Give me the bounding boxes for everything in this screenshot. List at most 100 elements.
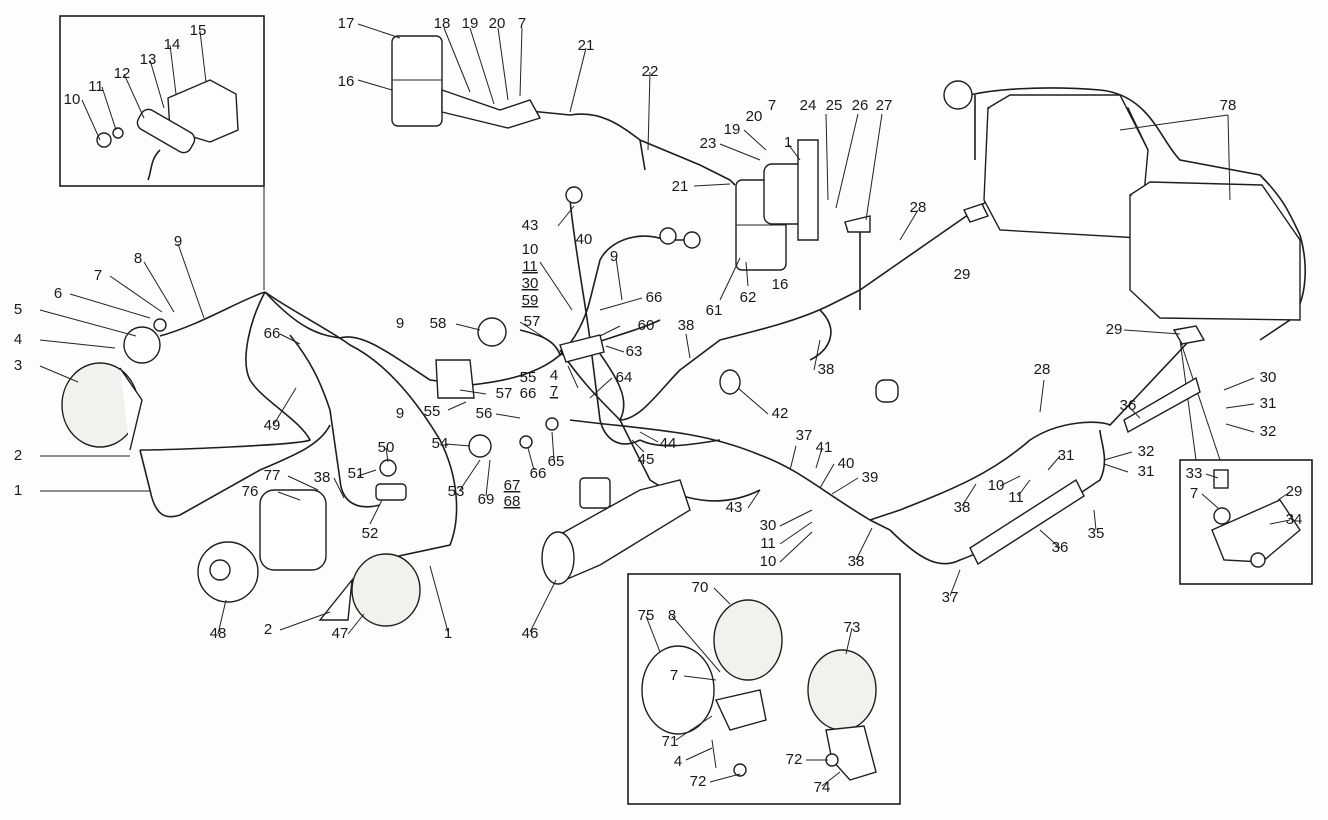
rear-lamp-centre: [735, 139, 819, 271]
leader-lines: [39, 23, 1291, 787]
callout-19-b: 19: [724, 121, 741, 138]
inset-frame-ground-terminal: [1179, 459, 1313, 585]
callout-43: 43: [522, 217, 539, 234]
callout-60: 60: [638, 317, 655, 334]
callout-7-e: 7: [1190, 485, 1198, 502]
tail-lamp-inset: [96, 79, 239, 181]
callout-1-b: 1: [784, 134, 792, 151]
callout-53: 53: [448, 483, 465, 500]
callout-57-b: 57: [496, 385, 513, 402]
callout-58: 58: [430, 315, 447, 332]
callout-38-e: 38: [954, 499, 971, 516]
callout-10: 10: [64, 91, 81, 108]
inset-frame-tail-lamp: [59, 15, 265, 187]
callout-54: 54: [432, 435, 449, 452]
alternator: [197, 489, 327, 603]
callout-11: 11: [88, 78, 104, 95]
callout-21-b: 21: [672, 178, 689, 195]
callout-48: 48: [210, 625, 227, 642]
callout-31-b: 31: [1138, 463, 1155, 480]
callout-77: 77: [264, 467, 281, 484]
work-lamps-inset: [641, 599, 877, 781]
callout-25: 25: [826, 97, 843, 114]
callout-50: 50: [378, 439, 395, 456]
callout-18: 18: [434, 15, 451, 32]
callout-33: 33: [1186, 465, 1203, 482]
callout-2-b: 2: [264, 621, 272, 638]
callout-74: 74: [814, 779, 831, 796]
callout-45: 45: [638, 451, 655, 468]
callout-32: 32: [1260, 423, 1277, 440]
callout-32-b: 32: [1138, 443, 1155, 460]
callout-11-b: 11: [522, 258, 538, 275]
callout-59: 59: [522, 292, 539, 309]
callout-7-f: 7: [670, 667, 678, 684]
starter-motor: [541, 477, 691, 585]
callout-72-b: 72: [786, 751, 803, 768]
callout-5: 5: [14, 301, 22, 318]
callout-4: 4: [14, 331, 22, 348]
callout-55: 55: [520, 369, 537, 386]
callout-22: 22: [642, 63, 659, 80]
callout-20: 20: [489, 15, 506, 32]
callout-37: 37: [796, 427, 813, 444]
callout-10-c: 10: [760, 553, 777, 570]
callout-12: 12: [114, 65, 131, 82]
callout-29: 29: [954, 266, 971, 283]
ground-terminal-inset: [1211, 469, 1301, 568]
callout-28-b: 28: [1034, 361, 1051, 378]
callout-46: 46: [522, 625, 539, 642]
callout-68: 68: [504, 493, 521, 510]
callout-1: 1: [14, 482, 22, 499]
callout-70: 70: [692, 579, 709, 596]
callout-40-b: 40: [838, 455, 855, 472]
fog-lamp-lower: [318, 553, 421, 627]
callout-44: 44: [660, 435, 677, 452]
callout-10-d: 10: [988, 477, 1005, 494]
callout-31: 31: [1260, 395, 1277, 412]
callout-66-c: 66: [520, 385, 537, 402]
callout-66: 66: [646, 289, 663, 306]
batteries: [943, 80, 1301, 321]
callout-67: 67: [504, 477, 521, 494]
callout-16: 16: [338, 73, 355, 90]
callout-27: 27: [876, 97, 893, 114]
callout-57: 57: [524, 313, 541, 330]
callout-10-b: 10: [522, 241, 539, 258]
callout-66-b: 66: [264, 325, 281, 342]
callout-24: 24: [800, 97, 817, 114]
callout-76: 76: [242, 483, 259, 500]
callout-61: 61: [706, 302, 723, 319]
headlights-left: [61, 318, 167, 451]
callout-30: 30: [1260, 369, 1277, 386]
callout-9-c: 9: [396, 315, 404, 332]
callout-17: 17: [338, 15, 355, 32]
callout-73: 73: [844, 619, 861, 636]
callout-9-d: 9: [396, 405, 404, 422]
parts: [61, 35, 1301, 781]
callout-51: 51: [348, 465, 365, 482]
callout-8-b: 8: [668, 607, 676, 624]
callout-42: 42: [772, 405, 789, 422]
callout-7-c: 7: [768, 97, 776, 114]
callout-30-c: 30: [760, 517, 777, 534]
callout-62: 62: [740, 289, 757, 306]
callout-8: 8: [134, 250, 142, 267]
callout-49: 49: [264, 417, 281, 434]
callout-31-c: 31: [1058, 447, 1075, 464]
callout-35: 35: [1088, 525, 1105, 542]
callout-66-d: 66: [530, 465, 547, 482]
callout-63: 63: [626, 343, 643, 360]
callout-38-d: 38: [848, 553, 865, 570]
callout-14: 14: [164, 36, 181, 53]
callout-37-b: 37: [942, 589, 959, 606]
sensors-centre: [375, 186, 899, 501]
callout-3: 3: [14, 357, 22, 374]
callout-36-b: 36: [1052, 539, 1069, 556]
callout-52: 52: [362, 525, 379, 542]
callout-9-b: 9: [610, 248, 618, 265]
callout-36: 36: [1120, 397, 1137, 414]
callout-72: 72: [690, 773, 707, 790]
callout-64: 64: [616, 369, 633, 386]
